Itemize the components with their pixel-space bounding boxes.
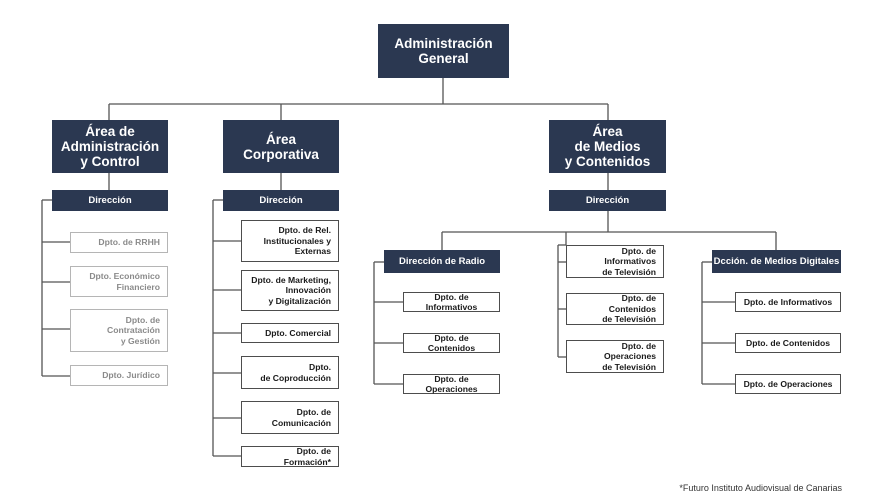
radio-item-informativos: Dpto. de Informativos [403, 292, 500, 312]
digital-item-contenidos: Dpto. de Contenidos [735, 333, 841, 353]
area-medios-node: Área de Medios y Contenidos [549, 120, 666, 173]
radio-direction-node: Dirección de Radio [384, 250, 500, 273]
radio-item-contenidos: Dpto. de Contenidos [403, 333, 500, 353]
media-direction-node: Dirección [549, 190, 666, 211]
tv-item-contenidos: Dpto. de Contenidos de Televisión [566, 293, 664, 325]
digital-item-operaciones: Dpto. de Operaciones [735, 374, 841, 394]
corp-direction-node: Dirección [223, 190, 339, 211]
admin-item-rrhh: Dpto. de RRHH [70, 232, 168, 253]
corp-item-comunicacion: Dpto. de Comunicación [241, 401, 339, 434]
admin-item-economico: Dpto. Económico Financiero [70, 266, 168, 297]
footnote: *Futuro Instituto Audiovisual de Canaria… [679, 483, 842, 493]
area-admin-node: Área de Administración y Control [52, 120, 168, 173]
admin-direction-node: Dirección [52, 190, 168, 211]
admin-item-juridico: Dpto. Jurídico [70, 365, 168, 386]
corp-item-relaciones: Dpto. de Rel. Institucionales y Externas [241, 220, 339, 262]
corp-item-coproduccion: Dpto. de Coproducción [241, 356, 339, 389]
corp-item-marketing: Dpto. de Marketing, Innovación y Digital… [241, 270, 339, 311]
admin-item-contratacion: Dpto. de Contratación y Gestión [70, 309, 168, 352]
root-node: Administración General [378, 24, 509, 78]
digital-item-informativos: Dpto. de Informativos [735, 292, 841, 312]
corp-item-formacion: Dpto. de Formación* [241, 446, 339, 467]
digital-direction-node: Dcción. de Medios Digitales [712, 250, 841, 273]
tv-item-operaciones: Dpto. de Operaciones de Televisión [566, 340, 664, 373]
tv-item-informativos: Dpto. de Informativos de Televisión [566, 245, 664, 278]
radio-item-operaciones: Dpto. de Operaciones [403, 374, 500, 394]
corp-item-comercial: Dpto. Comercial [241, 323, 339, 343]
area-corporativa-node: Área Corporativa [223, 120, 339, 173]
